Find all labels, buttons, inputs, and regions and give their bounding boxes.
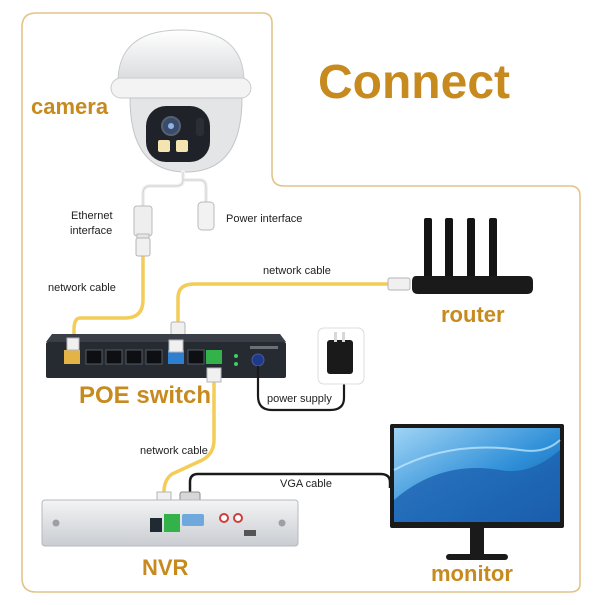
- network-cable-nvr: [162, 376, 216, 502]
- power-adapter: [317, 327, 365, 385]
- switch-port-uplink: [64, 350, 80, 364]
- dome-camera: [110, 29, 252, 173]
- network-cable-router: [176, 282, 398, 332]
- power-supply-cable: [256, 366, 346, 412]
- vga-cable: [188, 472, 392, 500]
- switch-port-router: [168, 350, 184, 364]
- network-cable-camera-label: network cable: [48, 282, 116, 294]
- network-cable-nvr-label: network cable: [140, 445, 208, 457]
- network-cable-camera: [72, 242, 145, 344]
- diagram-title: Connect: [318, 56, 510, 109]
- nvr-vga-port: [182, 514, 204, 526]
- nvr-label: NVR: [142, 555, 189, 580]
- poe-switch-device: [46, 334, 286, 378]
- ethernet-interface-label-line2: interface: [70, 225, 113, 237]
- router-device: [412, 218, 533, 294]
- ethernet-interface-connector: [133, 205, 153, 237]
- vga-cable-label: VGA cable: [280, 478, 332, 490]
- monitor-label: monitor: [431, 561, 513, 586]
- network-cable-router-label: network cable: [263, 265, 331, 277]
- power-interface-connector: [197, 201, 215, 231]
- ethernet-interface-label-line1: Ethernet: [71, 210, 113, 222]
- switch-port-nvr: [206, 350, 222, 364]
- power-interface-label: Power interface: [226, 213, 303, 225]
- camera-label: camera: [31, 94, 109, 119]
- nvr-lan-port: [164, 514, 180, 532]
- monitor-device: [390, 424, 564, 560]
- power-supply-label: power supply: [267, 393, 332, 405]
- router-label: router: [441, 302, 505, 327]
- poe-switch-label: POE switch: [79, 382, 212, 409]
- nvr-device: [41, 499, 299, 547]
